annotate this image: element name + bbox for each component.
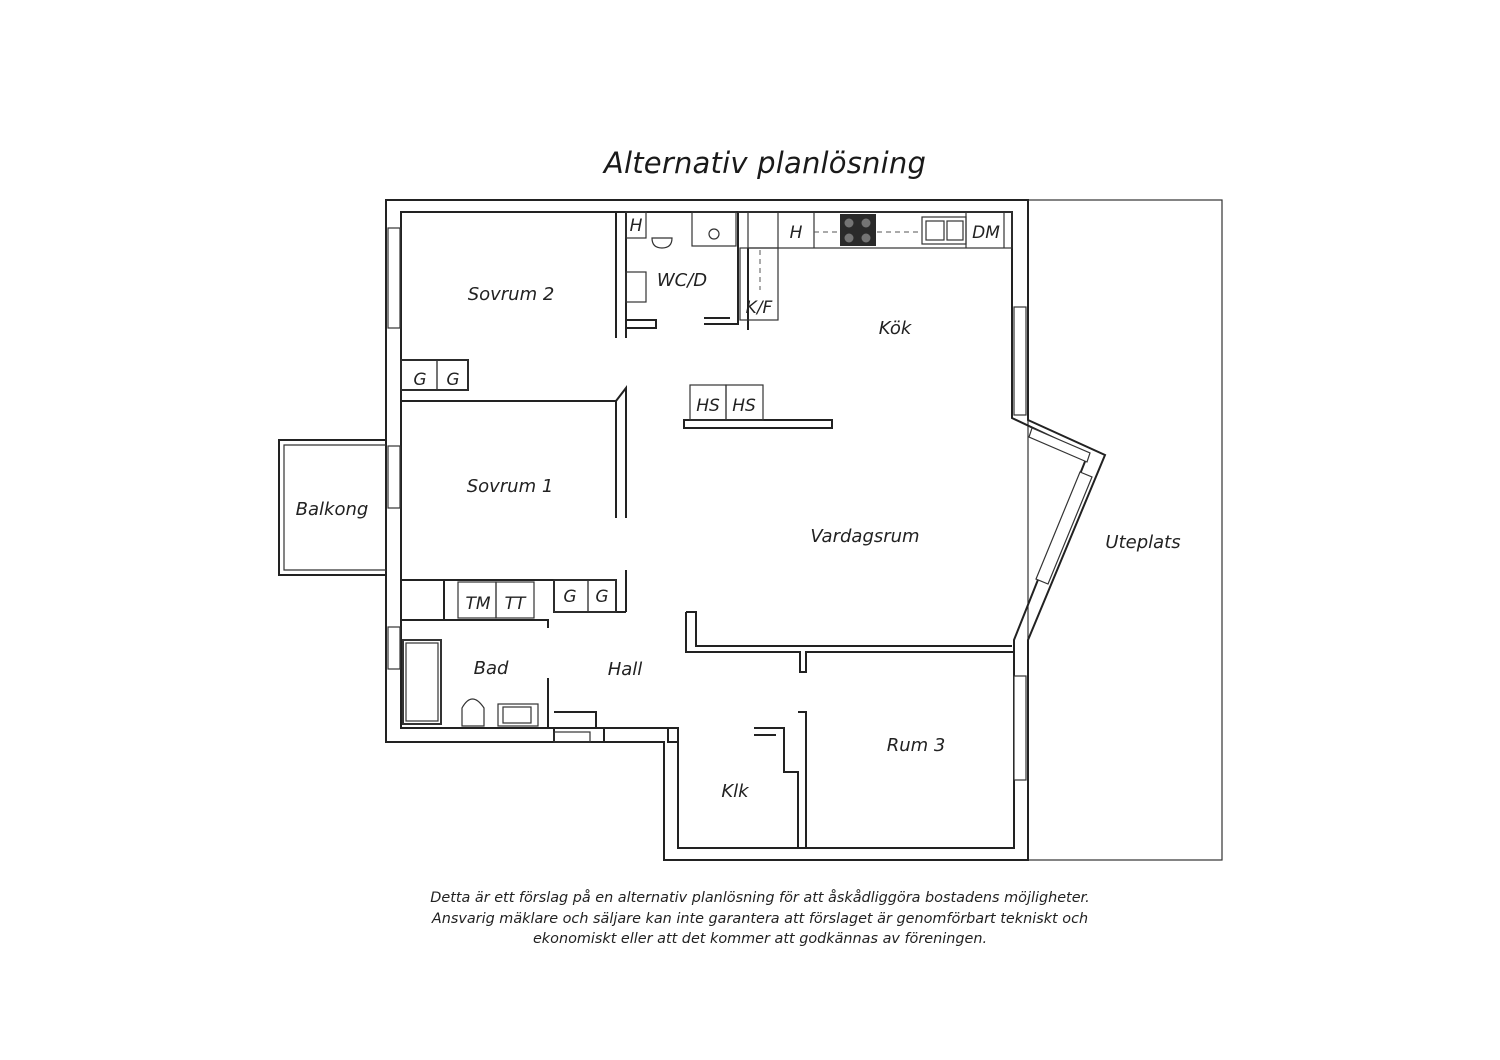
room-label-balkong: Balkong xyxy=(296,499,369,520)
room-label-rum3: Rum 3 xyxy=(887,735,946,756)
fixture-label-tt: TT xyxy=(505,594,527,614)
window-bay-2 xyxy=(1035,471,1093,585)
room-label-sovrum2: Sovrum 2 xyxy=(468,284,555,305)
wall-sovrum1-top xyxy=(401,385,627,518)
hall-bench xyxy=(553,731,591,743)
window-kok xyxy=(1013,306,1027,416)
wall-hall-step xyxy=(554,711,605,742)
fixture-label-sov2-g2: G xyxy=(446,370,459,390)
wc-shower xyxy=(691,211,737,247)
room-label-kok: Kök xyxy=(879,318,913,339)
wall-hs-shelf xyxy=(683,419,833,429)
wall-kitchen-column xyxy=(737,248,749,330)
wall-bad-right xyxy=(547,678,555,742)
stove-icon xyxy=(840,214,876,246)
bad-sink xyxy=(497,703,539,727)
wc-drain-icon xyxy=(708,228,720,240)
fixture-label-tm: TM xyxy=(465,594,490,614)
outer-wall xyxy=(385,199,1107,861)
fixture-label-kf: K/F xyxy=(746,298,773,318)
stove-burner-icon xyxy=(844,233,854,243)
room-label-bad: Bad xyxy=(474,658,509,679)
room-label-sovrum1: Sovrum 1 xyxy=(467,476,554,497)
wall-vardagsrum-bottom xyxy=(685,611,1014,673)
fixture-label-sov2-g1: G xyxy=(413,370,426,390)
room-label-wcd: WC/D xyxy=(657,270,707,291)
window-bad xyxy=(387,626,401,670)
wall-klk xyxy=(654,711,807,848)
stove-burner-icon xyxy=(861,218,871,228)
window-sovrum1 xyxy=(387,445,401,509)
balcony-outline-inner xyxy=(283,444,386,571)
sink-bowl-icon xyxy=(925,220,945,241)
wc-sink xyxy=(625,271,647,303)
wall-wc-right xyxy=(704,212,739,325)
fixture-label-hall-g2: G xyxy=(595,587,608,607)
sink-icon xyxy=(921,216,967,245)
disclaimer-line: ekonomiskt eller att det kommer att godk… xyxy=(532,931,988,947)
fixture-label-hs1: HS xyxy=(696,396,720,416)
balcony-outline xyxy=(278,439,386,576)
hs-cabinet xyxy=(725,384,764,421)
uteplats-area xyxy=(1027,199,1223,861)
disclaimer: Detta är ett förslag på en alternativ pl… xyxy=(410,888,1110,950)
stove-burner-icon xyxy=(844,218,854,228)
disclaimer-line: Detta är ett förslag på en alternativ pl… xyxy=(430,890,1090,906)
laundry-unit xyxy=(495,581,535,619)
bathtub-inner xyxy=(405,642,439,722)
outer-wall-inner xyxy=(400,211,1090,849)
wall-wc-lower xyxy=(626,319,657,329)
room-label-vardagsrum: Vardagsrum xyxy=(810,526,919,547)
fixture-label-dm: DM xyxy=(972,223,1000,243)
window-sovrum2 xyxy=(387,227,401,329)
bad-sink-inner xyxy=(502,706,532,724)
fixture-label-wc-h: H xyxy=(630,216,643,236)
fixture-label-hs2: HS xyxy=(732,396,756,416)
window-bay-1 xyxy=(1028,427,1091,463)
window-rum3 xyxy=(1013,675,1027,781)
hall-wardrobe xyxy=(587,579,617,613)
bathtub xyxy=(402,639,442,725)
kitchen-counter xyxy=(747,211,1013,249)
room-label-uteplats: Uteplats xyxy=(1105,532,1180,553)
room-label-klk: Klk xyxy=(721,781,750,802)
wc-toilet-icon xyxy=(651,237,673,249)
fixture-label-kitchen-h: H xyxy=(790,223,803,243)
wall-sovrum2-right xyxy=(615,212,627,338)
plan-title: Alternativ planlösning xyxy=(603,146,927,180)
bad-toilet-icon xyxy=(461,698,485,727)
wc-h-box xyxy=(625,211,647,239)
sink-bowl-icon xyxy=(946,220,964,241)
disclaimer-line: Ansvarig mäklare och säljare kan inte ga… xyxy=(431,910,1089,927)
kf-unit xyxy=(739,247,779,321)
sov2-wardrobe xyxy=(436,359,469,391)
stove-burner-icon xyxy=(861,233,871,243)
fixture-label-hall-g1: G xyxy=(563,587,576,607)
room-label-hall: Hall xyxy=(608,659,643,680)
